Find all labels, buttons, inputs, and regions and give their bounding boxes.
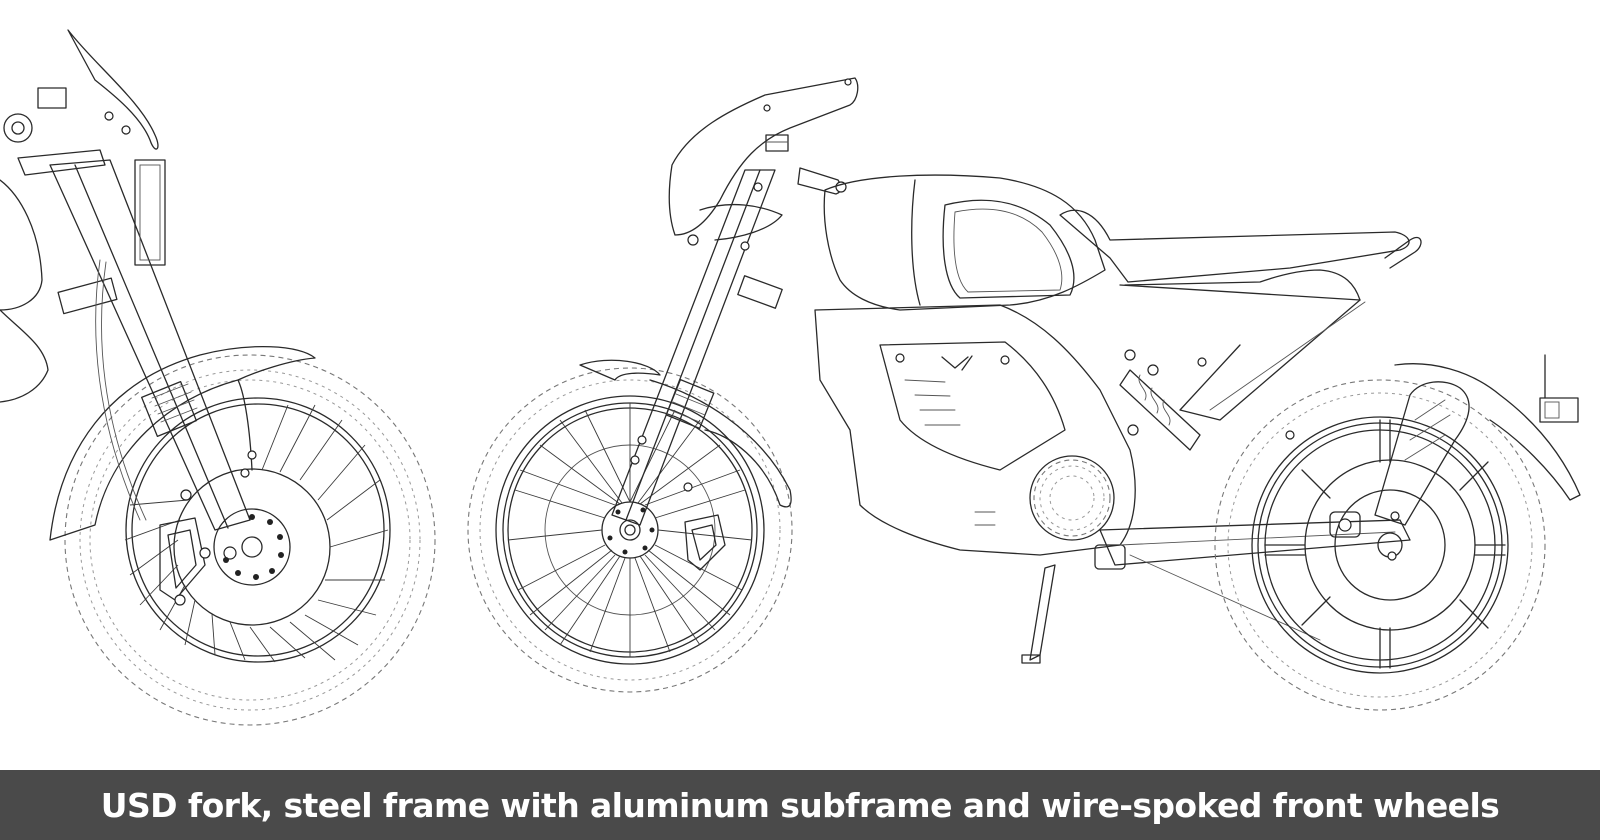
seat — [1059, 209, 1422, 301]
rear-cast-spokes — [1264, 419, 1506, 669]
left-front-tire-outline — [64, 354, 436, 726]
left-headlight — [134, 159, 166, 266]
front-fairing — [668, 77, 859, 236]
rear-shock — [1119, 369, 1201, 451]
rear-subframe — [1119, 284, 1361, 421]
caption-bar: USD fork, steel frame with aluminum subf… — [0, 770, 1600, 840]
v-logo-mark — [941, 355, 973, 371]
front-fender — [579, 359, 661, 381]
left-wheel-spokes — [124, 404, 389, 663]
usd-fork — [611, 169, 783, 526]
electric-motor — [1029, 455, 1115, 541]
front-brake-caliper — [684, 514, 726, 571]
rear-wheel — [1214, 379, 1546, 711]
swingarm — [1099, 519, 1411, 566]
belt-guard — [1374, 381, 1470, 526]
front-wheel — [467, 367, 793, 693]
left-rotor-bolts — [223, 514, 284, 580]
rear-fender — [1394, 363, 1581, 501]
main-motorcycle-side-view — [467, 77, 1581, 711]
fuel-tank — [823, 174, 1106, 311]
left-windscreen — [67, 29, 159, 150]
left-front-rim — [125, 397, 391, 663]
side-body-panel — [814, 304, 1139, 556]
left-brake-caliper — [159, 517, 211, 606]
front-wire-spokes — [507, 403, 753, 657]
technical-drawing — [0, 29, 1581, 726]
front-rotor-bolts — [607, 507, 655, 555]
kickstand — [1021, 544, 1126, 664]
left-partial-motorcycle-view — [0, 29, 436, 726]
tail-light — [1539, 354, 1579, 423]
left-usd-fork — [49, 159, 251, 531]
rear-brake-disc — [1304, 459, 1476, 631]
left-front-fender — [49, 345, 316, 541]
handlebar-assembly — [753, 134, 847, 195]
caption-text: USD fork, steel frame with aluminum subf… — [100, 785, 1500, 825]
